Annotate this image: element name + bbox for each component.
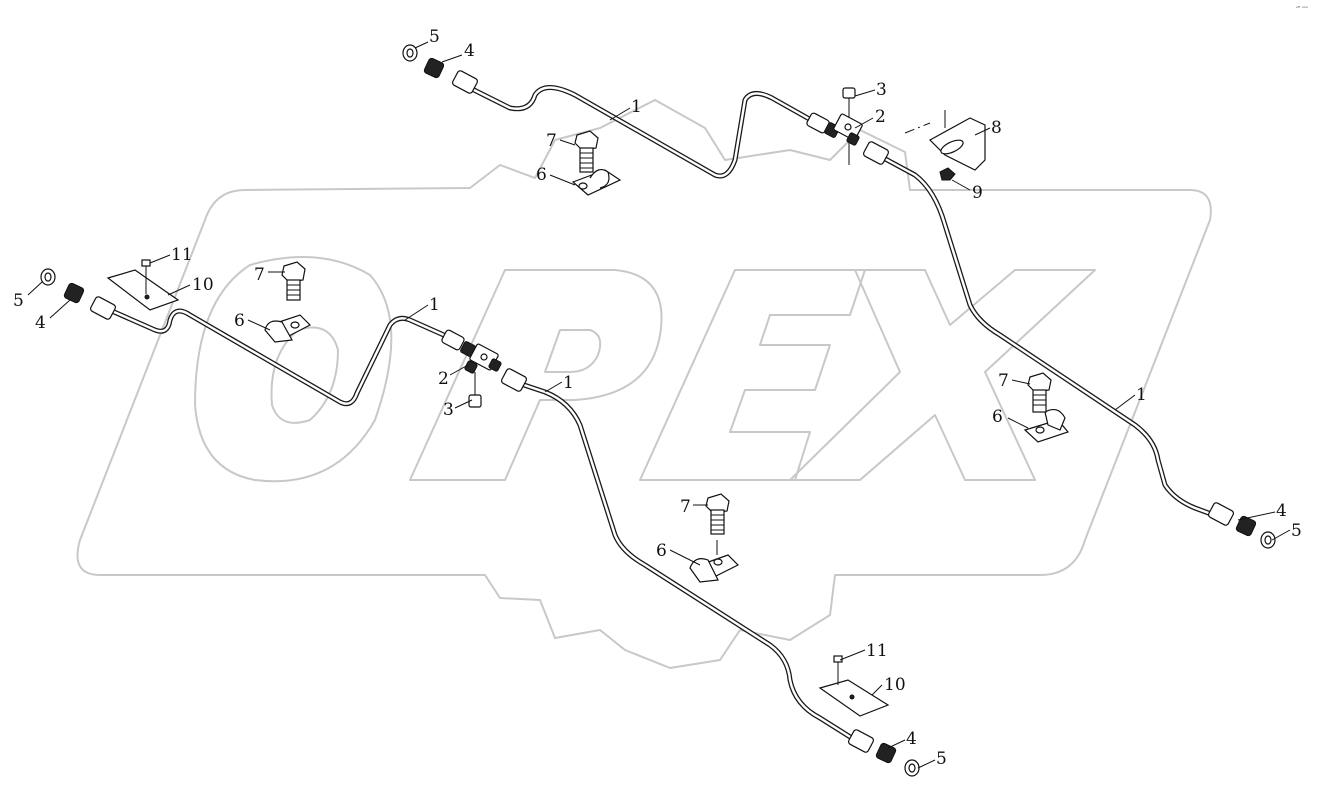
union-right-end [1235, 515, 1257, 537]
callout-1-left: 1 [429, 295, 440, 315]
callout-4-left: 4 [35, 313, 46, 333]
callout-7-bottom: 7 [680, 497, 691, 517]
callout-6-top: 6 [536, 165, 547, 185]
washer-top [402, 44, 418, 62]
callout-10-bottom: 10 [884, 675, 906, 695]
nut-bottom-start [500, 368, 528, 392]
callout-6-bottom: 6 [656, 541, 667, 561]
callout-10-left: 10 [192, 275, 214, 295]
callout-4-top: 4 [464, 41, 475, 61]
bolt-clamp-bottom [705, 493, 730, 555]
callout-4-right: 4 [1276, 501, 1287, 521]
callout-2-top: 2 [875, 107, 886, 127]
callouts: 5 4 1 3 2 8 9 7 6 11 10 5 4 7 6 1 2 3 1 … [13, 27, 1302, 769]
callout-1-top: 1 [631, 97, 642, 117]
watermark-letters [194, 256, 1096, 483]
callout-1-bottom-start: 1 [563, 373, 574, 393]
clamp-right [1023, 408, 1070, 443]
tee-left [441, 329, 502, 374]
clamp-bottom [689, 554, 740, 583]
clamp-top [571, 168, 622, 196]
callout-3-left: 3 [443, 400, 454, 420]
nut-top [451, 70, 479, 94]
leader-lines [27, 41, 1291, 769]
pipe-left [102, 305, 458, 407]
callout-5-left: 5 [13, 291, 24, 311]
callout-11-left: 11 [171, 245, 193, 265]
callout-11-bottom: 11 [866, 641, 888, 661]
callout-6-right: 6 [992, 407, 1003, 427]
union-bottom-end [875, 742, 897, 764]
washer-left [40, 268, 56, 286]
bolt-clamp-top [574, 130, 599, 173]
callout-2-left: 2 [438, 369, 449, 389]
screw-bottom [833, 655, 843, 685]
plate-bottom [818, 679, 890, 717]
callout-5-right: 5 [1291, 521, 1302, 541]
callout-6-left: 6 [234, 311, 245, 331]
bolt-clamp-left [281, 261, 306, 301]
callout-3-top: 3 [876, 80, 887, 100]
nut-bottom-end [847, 729, 875, 753]
callout-7-right: 7 [998, 371, 1009, 391]
plate-left [106, 269, 180, 311]
nut-right-end [1207, 502, 1235, 526]
bolt-top [842, 87, 856, 165]
callout-9: 9 [972, 183, 983, 203]
union-top [423, 57, 445, 79]
bolt-clamp-right [1027, 372, 1052, 413]
nut-right-top [862, 141, 890, 165]
pipe-right [875, 152, 1225, 521]
watermark-gear [76, 99, 1212, 669]
bracket-top [904, 110, 986, 181]
tee-top [806, 112, 863, 146]
callout-4-bottom: 4 [906, 729, 917, 749]
washer-right-end [1260, 531, 1276, 549]
callout-7-left: 7 [254, 265, 265, 285]
nut-left [89, 296, 117, 320]
callout-8: 8 [991, 118, 1002, 138]
callout-7-top: 7 [546, 131, 557, 151]
bolt-left-tee [468, 372, 482, 408]
corner-mark: ᵒᴿ ᵒᵒᵒ [1296, 6, 1308, 12]
washer-bottom-end [904, 759, 920, 777]
union-left [63, 282, 85, 304]
callout-5-bottom: 5 [936, 749, 947, 769]
callout-1-right: 1 [1136, 385, 1147, 405]
callout-5-top: 5 [429, 27, 440, 47]
pipe-bottom [512, 379, 858, 743]
pipe-top [467, 85, 823, 179]
clamp-left [264, 314, 312, 343]
